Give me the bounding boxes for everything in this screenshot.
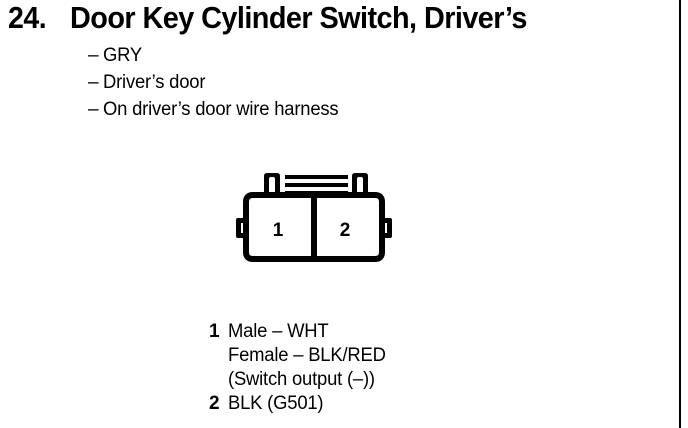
heading-item-number: 24. [8, 0, 47, 35]
legend-row: 1 Male – WHT [209, 320, 509, 344]
dash-bullet-icon: – [88, 99, 99, 120]
connector-attributes-list: – GRY – Driver’s door – On driver’s door… [88, 42, 628, 123]
list-item-label: GRY [103, 45, 143, 66]
legend-pin-number: 1 [209, 321, 220, 342]
cavity-number-1: 1 [273, 220, 284, 241]
pin-legend: 1 Male – WHT Female – BLK/RED (Switch ou… [209, 320, 509, 416]
legend-row: Female – BLK/RED [209, 344, 509, 368]
list-item: – Driver’s door [88, 69, 628, 96]
page-right-border [679, 0, 681, 428]
legend-row: 2 BLK (G501) [209, 392, 509, 416]
legend-pin-description: BLK (G501) [228, 393, 324, 414]
legend-pin-description: Female – BLK/RED [228, 345, 386, 366]
legend-pin-number: 2 [209, 393, 220, 414]
page-heading: 24. Door Key Cylinder Switch, Driver’s [0, 0, 679, 40]
dash-bullet-icon: – [88, 72, 99, 93]
cavity-number-2: 2 [340, 220, 351, 241]
legend-pin-description: Male – WHT [228, 321, 329, 342]
list-item: – GRY [88, 42, 628, 69]
list-item-label: Driver’s door [103, 72, 206, 93]
connector-diagram: 1 2 [226, 172, 402, 267]
list-item: – On driver’s door wire harness [88, 96, 628, 123]
connector-body [243, 192, 385, 262]
list-item-label: On driver’s door wire harness [103, 99, 339, 120]
connector-right-post [352, 173, 368, 198]
dash-bullet-icon: – [88, 45, 99, 66]
connector-left-post [264, 173, 280, 198]
connector-cavity-divider [311, 198, 317, 256]
legend-row: (Switch output (–)) [209, 368, 509, 392]
legend-pin-description: (Switch output (–)) [228, 369, 375, 390]
connector-left-latch-tab [236, 218, 246, 238]
connector-right-latch-tab [382, 218, 392, 238]
connector-outline-icon: 1 2 [236, 173, 392, 262]
page-title: Door Key Cylinder Switch, Driver’s [70, 0, 527, 35]
